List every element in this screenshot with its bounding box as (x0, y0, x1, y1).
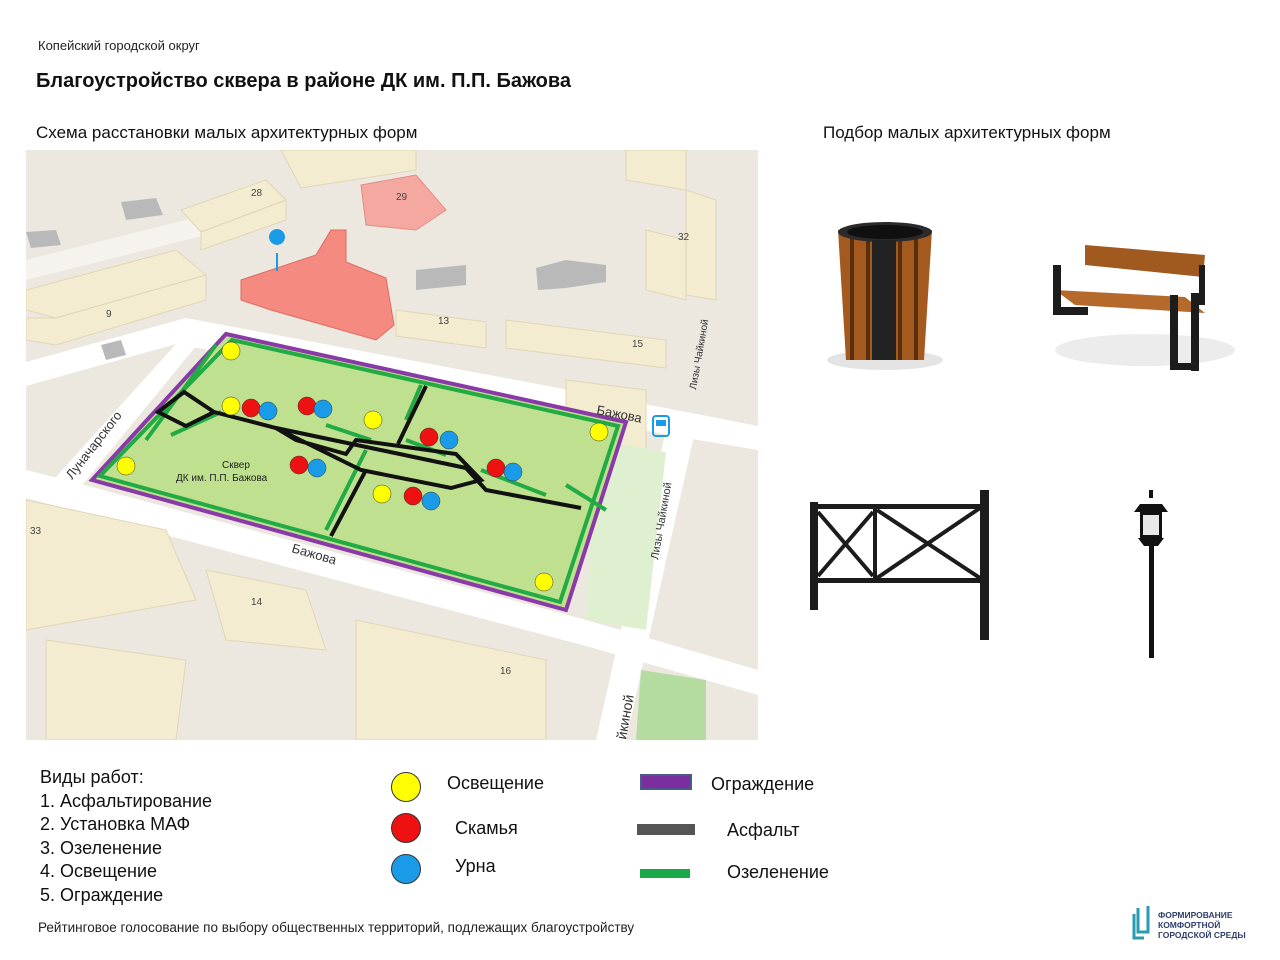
legend-urn-label: Урна (455, 856, 496, 876)
map-section-heading: Схема расстановки малых архитектурных фо… (36, 123, 418, 142)
bus-stop-icon (652, 415, 670, 437)
legend-urn-swatch (391, 854, 421, 884)
logo-line: ГОРОДСКОЙ СРЕДЫ (1158, 930, 1246, 940)
legend-bench-swatch (391, 813, 421, 843)
location-pin-icon (269, 229, 286, 271)
street-label-liza-chaikina-upper: Лизы Чайкиной (688, 319, 711, 391)
fence-image (810, 490, 989, 640)
legend-fence-label: Ограждение (711, 774, 815, 794)
street-label-chaikinoy-fragment: йкиной (613, 693, 637, 740)
legend-lighting-label: Освещение (447, 773, 544, 793)
legend-greening-label: Озеленение (727, 862, 829, 882)
house-number: 33 (30, 526, 42, 537)
legend-asphalt-swatch (637, 824, 695, 835)
lamp-image (1134, 490, 1168, 658)
house-number: 16 (500, 666, 512, 677)
house-number: 32 (678, 232, 690, 243)
work-types-list: Виды работ: 1. Асфальтирование 2. Устано… (40, 766, 212, 907)
work-type-item: 2. Установка МАФ (40, 814, 191, 834)
house-number: 29 (396, 192, 408, 203)
bench-image (1053, 245, 1235, 371)
maf-section-heading: Подбор малых архитектурных форм (823, 123, 1111, 142)
urn-markers (258, 399, 523, 511)
house-number: 15 (632, 339, 644, 350)
green-patch (636, 670, 706, 740)
page-title: Благоустройство сквера в районе ДК им. П… (36, 70, 572, 92)
park-label-line1: Сквер (222, 460, 250, 471)
house-number: 14 (251, 597, 263, 608)
site-map: Сквер ДК им. П.П. Бажова Бажова Бажова Л… (26, 150, 758, 740)
footer-text: Рейтинговое голосование по выбору общест… (38, 920, 635, 935)
program-logo: ФОРМИРОВАНИЕ КОМФОРТНОЙ ГОРОДСКОЙ СРЕДЫ (1130, 900, 1250, 944)
buildings (26, 150, 717, 740)
house-number: 28 (251, 188, 263, 199)
work-type-item: 4. Освещение (40, 861, 158, 881)
park-label-line2: ДК им. П.П. Бажова (176, 473, 268, 484)
grey-garages (26, 198, 606, 360)
hospital-building (240, 229, 395, 341)
work-types-title: Виды работ: (40, 767, 144, 787)
logo-text: ФОРМИРОВАНИЕ КОМФОРТНОЙ ГОРОДСКОЙ СРЕДЫ (1158, 910, 1246, 940)
asphalt-paths (154, 385, 582, 537)
legend-lighting-swatch (391, 772, 421, 802)
site-map-svg: Сквер ДК им. П.П. Бажова Бажова Бажова Л… (26, 150, 758, 740)
logo-line: КОМФОРТНОЙ (1158, 920, 1221, 930)
building-29 (360, 174, 447, 231)
house-number: 13 (438, 316, 450, 327)
work-type-item: 1. Асфальтирование (40, 790, 213, 811)
municipality-label: Копейский городской округ (38, 38, 200, 53)
house-number: 9 (106, 309, 112, 320)
bench-markers (241, 396, 506, 506)
logo-icon (1132, 906, 1150, 940)
work-type-item: 3. Озеленение (40, 837, 162, 858)
legend-bench-label: Скамья (455, 818, 518, 838)
work-type-item: 5. Ограждение (40, 884, 164, 905)
urn-image (827, 222, 943, 370)
legend-asphalt-label: Асфальт (727, 820, 800, 840)
lighting-markers (116, 341, 609, 592)
legend-greening-swatch (640, 869, 690, 878)
legend-fence-swatch (640, 774, 692, 790)
logo-line: ФОРМИРОВАНИЕ (1158, 910, 1233, 920)
